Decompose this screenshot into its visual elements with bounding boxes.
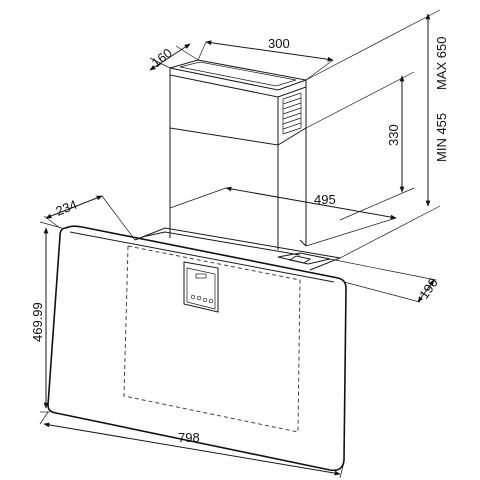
- dimension-lines: [39, 9, 441, 479]
- dim-chimney-short: 330: [386, 124, 401, 146]
- dim-hood-bottom-depth: 190: [416, 275, 441, 301]
- chimney: [169, 59, 308, 250]
- dim-hood-inner-width: 495: [314, 192, 336, 207]
- vent-grille: [282, 92, 302, 135]
- dim-hood-height: 469.99: [30, 302, 45, 342]
- dim-chimney-width: 300: [268, 36, 290, 51]
- dim-hood-width: 798: [178, 430, 200, 445]
- dim-min-height: MIN 455: [434, 113, 449, 162]
- control-panel: [183, 261, 219, 313]
- dim-max-height: MAX 650: [434, 37, 449, 90]
- dim-hood-depth-top: 234: [54, 197, 80, 219]
- dim-chimney-depth: 160: [149, 45, 175, 70]
